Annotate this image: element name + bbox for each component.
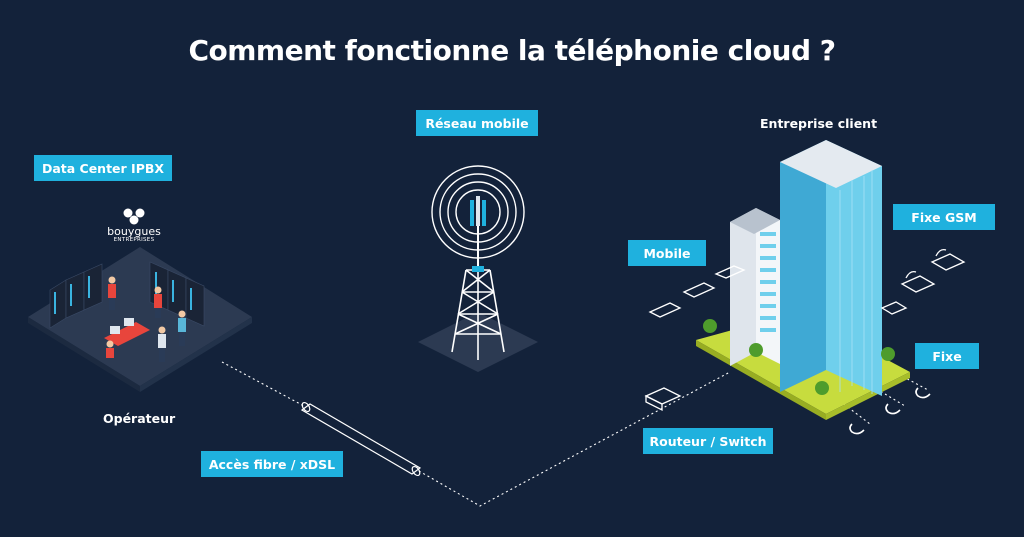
mobile-label: Mobile <box>628 240 706 266</box>
fiber-access-label: Accès fibre / xDSL <box>201 451 343 477</box>
handset-icon <box>849 423 865 435</box>
mobile-network-label: Réseau mobile <box>416 110 538 136</box>
desk-phone-icon <box>900 270 936 293</box>
handset-icon <box>885 403 901 415</box>
desk-phone-icon <box>930 248 966 271</box>
fixe-label: Fixe <box>915 343 979 369</box>
bouygues-logo-icon <box>123 208 145 225</box>
page-title: Comment fonctionne la téléphonie cloud ? <box>188 34 836 67</box>
smartphone-icon <box>714 265 746 279</box>
fiber-cable-illustration <box>300 401 422 477</box>
data-center-illustration <box>28 247 252 392</box>
logo-subtitle: ENTREPRISES <box>113 237 155 243</box>
handset-icon <box>915 387 931 399</box>
fiber-link-line <box>221 361 731 507</box>
logo-brand: bouygues <box>107 225 161 238</box>
gsm-desk-phone-icons <box>880 248 966 315</box>
mobile-phone-icons <box>648 265 746 318</box>
router-switch-label: Routeur / Switch <box>643 428 773 454</box>
client-company-label: Entreprise client <box>760 116 878 131</box>
router-icon <box>644 387 682 412</box>
enterprise-building-illustration <box>696 140 910 420</box>
fixe-gsm-label: Fixe GSM <box>893 204 995 230</box>
smartphone-icon <box>648 302 682 318</box>
operator-label: Opérateur <box>103 411 176 426</box>
desk-phone-icon <box>880 301 908 315</box>
smartphone-icon <box>682 282 716 298</box>
technicians <box>106 276 186 362</box>
data-center-label: Data Center IPBX <box>34 155 172 181</box>
mobile-tower-illustration <box>418 165 538 372</box>
landline-handset-icons <box>849 387 931 435</box>
